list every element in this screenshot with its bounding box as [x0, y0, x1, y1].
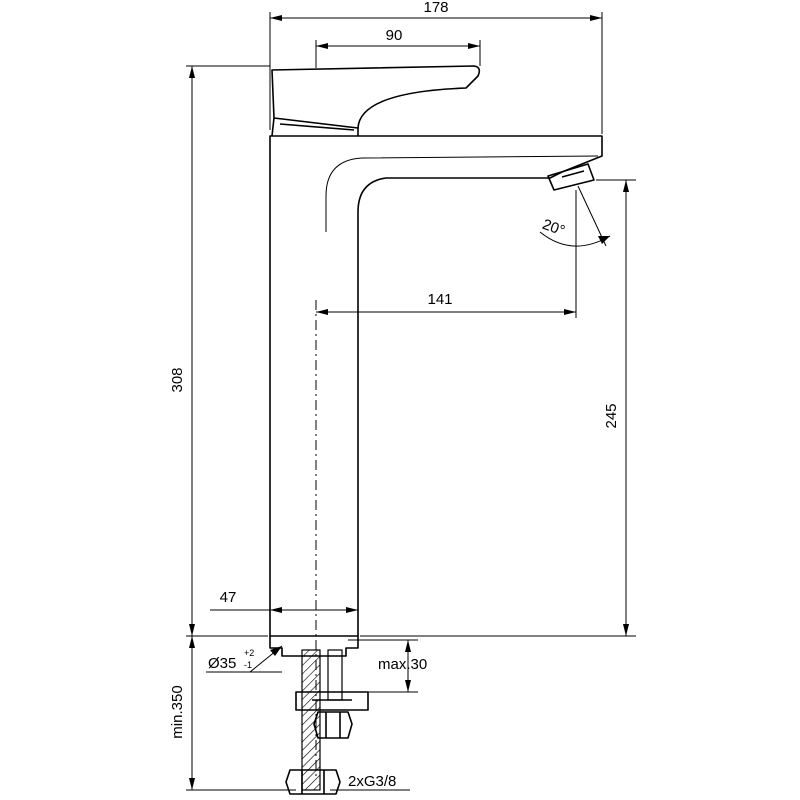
- dim-spout-height: 245: [603, 403, 620, 428]
- supply-hose: [301, 649, 321, 791]
- aerator: [547, 163, 595, 191]
- lever-base: [271, 117, 359, 137]
- fixing-nut: [313, 711, 353, 739]
- dim-min-supply: min.350: [169, 685, 186, 738]
- dim-max-deck: max.30: [378, 656, 427, 673]
- connection-thread: 2xG3/8: [348, 773, 396, 790]
- hose-connector-nut: [285, 769, 341, 795]
- hole-diameter: Ø35: [208, 655, 236, 672]
- mounting-bracket: [295, 691, 369, 711]
- dim-handle-offset: 90: [386, 27, 403, 44]
- extension-lines: [186, 12, 636, 791]
- spout-inner-curve: [325, 155, 599, 232]
- dim-body-width: 47: [220, 589, 237, 606]
- dimension-lines: [189, 15, 629, 791]
- hole-tolerance-plus: +2: [244, 648, 254, 658]
- dimension-labels: 178 90 141 47 308 245 min.350 max.30 20°…: [169, 0, 620, 790]
- dim-spout-reach: 141: [427, 291, 452, 308]
- dim-overall-width: 178: [423, 0, 448, 16]
- dim-total-height: 308: [169, 367, 186, 392]
- faucet-body: [269, 135, 603, 637]
- dim-spray-angle: 20°: [540, 216, 567, 240]
- lever-handle: [271, 65, 481, 129]
- hole-tolerance-minus: -1: [244, 660, 252, 670]
- faucet-outline: [269, 65, 603, 657]
